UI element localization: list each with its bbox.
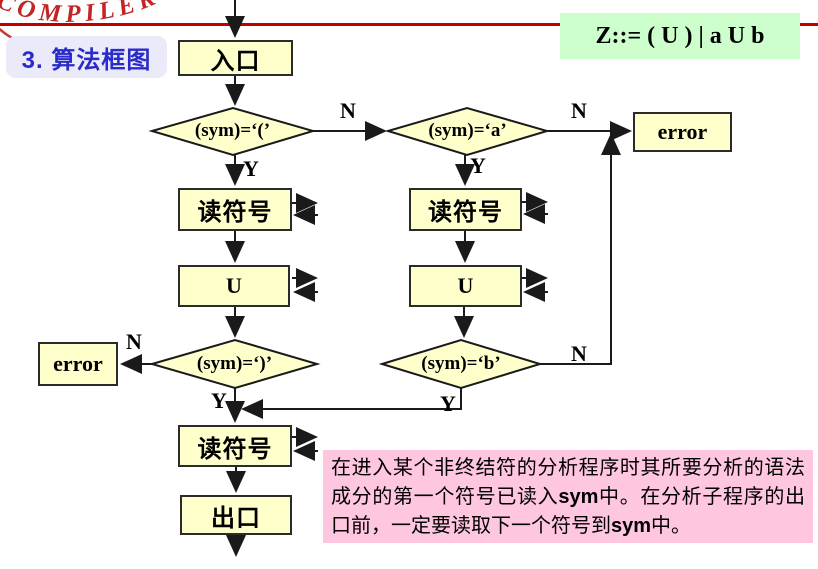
- node-read-symbol-3: 读符号: [178, 425, 292, 467]
- node-read-symbol-2: 读符号: [409, 188, 522, 231]
- branch-yes-cond2: Y: [470, 153, 486, 178]
- grammar-rule-text: Z::= ( U ) | a U b: [595, 22, 765, 49]
- node-error-right: error: [633, 112, 732, 152]
- logo-text: COMPILER: [0, 0, 159, 28]
- node-read-symbol-1: 读符号: [178, 188, 292, 231]
- note-seg1: 在进入某个非终结符的分析程序时其所要分析的语法成分的第一个符号已读入: [331, 457, 805, 508]
- node-error-left: error: [38, 342, 118, 386]
- node-u-2-label: U: [457, 273, 474, 298]
- page-title-text: 3. 算法框图: [21, 46, 152, 74]
- branch-no-cond1: N: [340, 98, 356, 123]
- node-u-2: U: [409, 265, 522, 307]
- branch-no-cond3: N: [126, 329, 142, 354]
- node-exit: 出口: [180, 495, 292, 535]
- note-seg2: 中。在分析子程序的出口前，一定要读取下一个符号到: [331, 486, 806, 537]
- note-sym1: sym: [558, 486, 599, 508]
- node-exit-label: 出口: [211, 504, 261, 532]
- decision-sym-a-label: (sym)=‘a’: [428, 120, 507, 141]
- node-error-right-label: error: [657, 119, 708, 144]
- node-entry-label: 入口: [210, 47, 261, 75]
- top-rule-divider: [0, 23, 818, 26]
- node-error-left-label: error: [53, 351, 103, 376]
- note-seg3: 中。: [651, 515, 692, 537]
- node-read-symbol-3-label: 读符号: [197, 435, 273, 463]
- branch-yes-cond1: Y: [243, 156, 259, 181]
- page-title: 3. 算法框图: [6, 36, 167, 78]
- decision-sym-lparen-label: (sym)=‘(’: [194, 120, 271, 141]
- svg-text:COMPILER: COMPILER: [0, 0, 164, 28]
- branch-yes-cond4: Y: [440, 391, 456, 416]
- node-read-symbol-1-label: 读符号: [197, 199, 273, 226]
- grammar-rule-box: Z::= ( U ) | a U b: [560, 13, 800, 59]
- branch-yes-cond3: Y: [211, 388, 227, 413]
- branch-no-cond4: N: [571, 341, 587, 366]
- note-sym2: sym: [611, 515, 652, 537]
- decision-sym-b-label: (sym)=‘b’: [421, 353, 501, 374]
- node-u-1: U: [178, 265, 290, 307]
- node-u-1-label: U: [226, 273, 242, 298]
- arrow-cond4-n-up: [540, 133, 621, 365]
- node-entry: 入口: [178, 40, 293, 76]
- arrow-cond4-y-left: [241, 388, 462, 419]
- decision-sym-rparen-label: (sym)=‘)’: [196, 353, 273, 374]
- note-box: 在进入某个非终结符的分析程序时其所要分析的语法成分的第一个符号已读入sym中。在…: [323, 450, 813, 543]
- branch-no-cond2: N: [571, 98, 587, 123]
- node-read-symbol-2-label: 读符号: [428, 199, 503, 226]
- compiler-logo-icon: COMPILER: [0, 0, 164, 48]
